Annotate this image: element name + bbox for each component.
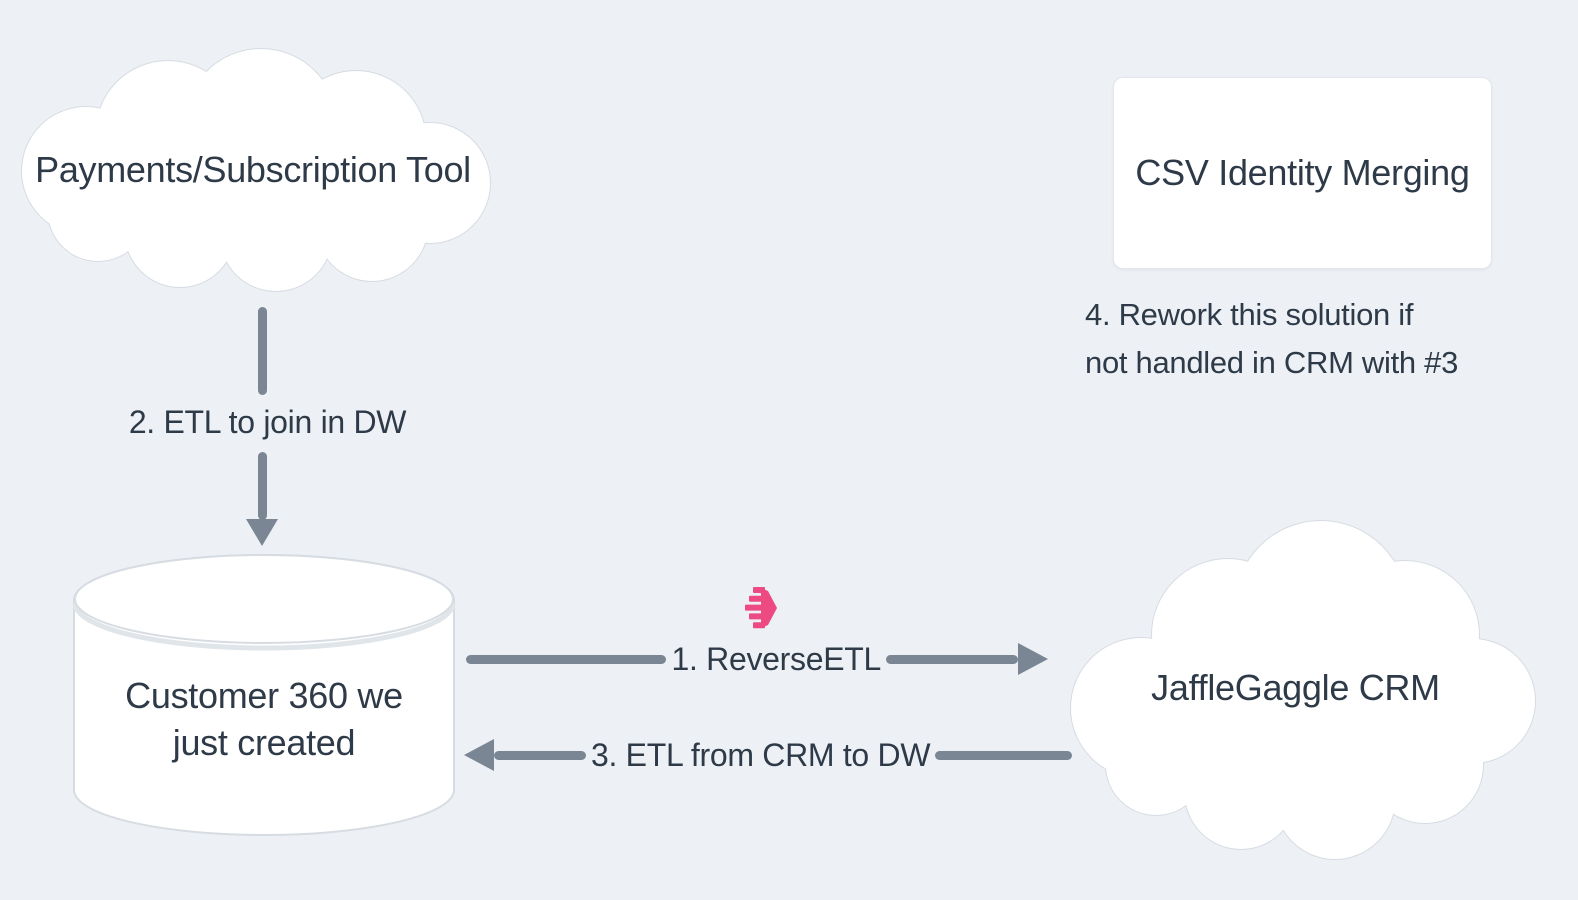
edge-etl-to-dw-label: 2. ETL to join in DW [128, 404, 407, 440]
node-csv-identity-merging: CSV Identity Merging [1113, 77, 1492, 269]
warehouse-label-line2: just created [172, 722, 356, 763]
arrow-line [258, 307, 267, 395]
edge-reverse-etl: 1. ReverseETL [466, 640, 1048, 678]
arrowhead-down-icon [246, 519, 278, 546]
edge-reverse-etl-label: 1. ReverseETL [671, 640, 881, 677]
arrow-line [466, 654, 667, 664]
arrowhead-left-icon [464, 739, 494, 771]
arrow-line [886, 654, 1018, 664]
arrow-line [494, 750, 586, 760]
warehouse-label-line1: Customer 360 we [125, 675, 403, 716]
arrow-line [258, 452, 267, 520]
database-cylinder-icon [72, 554, 456, 836]
arrowhead-right-icon [1018, 643, 1048, 675]
hightouch-logo-icon [744, 587, 778, 629]
edge-etl-from-crm-label: 3. ETL from CRM to DW [591, 736, 931, 773]
node-customer360-warehouse: Customer 360 we just created [72, 553, 456, 837]
node-payments-cloud: Payments/Subscription Tool [8, 45, 498, 295]
warehouse-label: Customer 360 we just created [72, 672, 456, 766]
node-jafflegaggle-crm: JaffleGaggle CRM [1053, 513, 1538, 863]
annotation-rework-line1: 4. Rework this solution if [1085, 297, 1414, 332]
edge-etl-from-crm: 3. ETL from CRM to DW [464, 736, 1072, 774]
csv-box-label: CSV Identity Merging [1135, 152, 1470, 193]
annotation-rework: 4. Rework this solution if not handled i… [1085, 291, 1525, 387]
crm-cloud-label: JaffleGaggle CRM [1151, 667, 1440, 708]
payments-cloud-label: Payments/Subscription Tool [35, 149, 471, 190]
annotation-rework-line2: not handled in CRM with #3 [1085, 345, 1459, 380]
arrow-line [935, 750, 1072, 760]
